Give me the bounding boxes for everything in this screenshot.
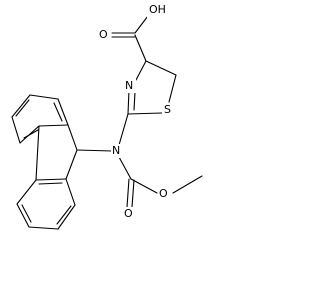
thiazole-n-label: N: [125, 79, 133, 92]
bond-upper-dbl-1: [53, 102, 63, 122]
bond-carbonylc-ester-o: [130, 178, 158, 194]
bond-namine-carbonylc: [118, 156, 132, 180]
bond-c4a-c4b: [35, 125, 40, 181]
bond-ester-o-methyl: [172, 175, 203, 194]
carboxylic-acid-group: [111, 11, 152, 62]
carbamate-linkage: [76, 113, 203, 208]
carbamate-carbonyl-o-label: O: [124, 207, 133, 220]
bond-c9-c9a: [67, 124, 78, 151]
bond-upper-2: [29, 94, 59, 100]
bond-s-c2: [127, 112, 163, 115]
atom-labels: OH O N S N O O: [97, 2, 174, 221]
bond-lower-2: [65, 178, 76, 206]
fluorene-ring-system: [11, 94, 78, 230]
bond-lower-3: [57, 204, 76, 230]
bond-c2-n3: [127, 89, 130, 115]
bond-carbonylc-o-double-b: [131, 179, 135, 208]
bond-upper-dbl-2: [15, 99, 30, 117]
acid-carbonyl-o-label: O: [99, 28, 108, 41]
bond-upper-dbl-3: [23, 129, 39, 139]
bond-lower-6: [16, 179, 37, 205]
bond-n3-c4: [135, 60, 147, 81]
ester-o-label: O: [159, 187, 168, 200]
bond-lower-5: [16, 203, 30, 228]
bond-carbonylc-o-double-a: [126, 178, 130, 208]
bond-cooh-c-ring: [134, 34, 147, 62]
bond-upper-4: [11, 116, 21, 144]
bond-namine-fluorenyl: [76, 149, 113, 152]
bond-lower-dbl-1: [56, 205, 72, 225]
bond-c5-s: [168, 74, 177, 103]
bond-lower-1: [35, 178, 67, 181]
chemical-structure-diagram: OH O N S N O O: [11, 2, 203, 230]
thiazole-ring: [127, 60, 177, 115]
bond-upper-1: [57, 98, 69, 126]
bond-upper-3: [11, 94, 31, 118]
amine-n-label: N: [112, 144, 120, 157]
thiazole-s-label: S: [164, 103, 171, 116]
hydroxyl-oh-label: OH: [149, 3, 166, 16]
bond-c9-c8a: [65, 149, 78, 180]
bond-c2-n3-inner: [133, 91, 136, 111]
bond-lower-dbl-3: [38, 182, 63, 185]
bond-lower-4: [28, 226, 59, 230]
bond-c2-namine: [118, 113, 129, 146]
bond-lower-dbl-2: [21, 204, 32, 223]
bond-c4-c5: [145, 60, 177, 76]
bond-upper-6: [38, 124, 69, 127]
